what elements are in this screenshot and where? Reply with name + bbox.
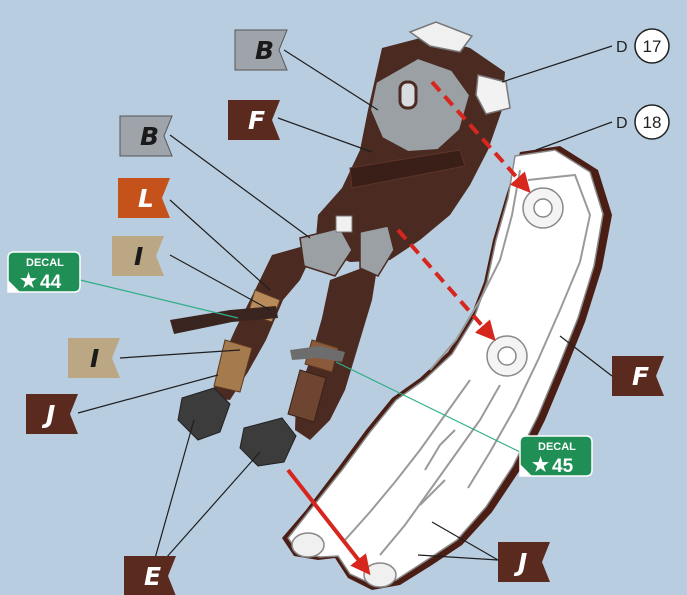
callout-e: E bbox=[124, 556, 176, 595]
callout-f-top: F bbox=[228, 100, 280, 140]
part-d18-label: D 18 bbox=[616, 105, 669, 139]
callout-b-mid-label: B bbox=[140, 122, 159, 151]
callout-f-right: F bbox=[612, 356, 664, 396]
star-icon: ★ bbox=[20, 271, 37, 292]
part-d17-label: D 17 bbox=[616, 29, 669, 63]
callout-l-label: L bbox=[138, 184, 154, 213]
callout-i-upper: I bbox=[112, 236, 164, 276]
callout-j-right: J bbox=[498, 542, 550, 582]
decal-44-number: 44 bbox=[40, 272, 62, 293]
callout-b-mid: B bbox=[120, 116, 172, 156]
callout-l: L bbox=[118, 178, 170, 218]
decal-45-number: 45 bbox=[552, 456, 574, 477]
callout-i-lower-label: I bbox=[90, 344, 99, 373]
decal-44-badge: DECAL ★ 44 bbox=[8, 252, 80, 293]
part-d18-number: 18 bbox=[643, 113, 662, 132]
callout-j-left: J bbox=[26, 394, 78, 434]
callout-f-top-label: F bbox=[248, 106, 265, 135]
decal-44-label: DECAL bbox=[26, 257, 64, 269]
callout-b-top: B bbox=[235, 30, 287, 70]
callout-b-top-label: B bbox=[255, 36, 274, 65]
callout-i-lower: I bbox=[68, 338, 120, 378]
callout-f-right-label: F bbox=[632, 362, 649, 391]
callout-i-upper-label: I bbox=[134, 242, 143, 271]
decal-45-label: DECAL bbox=[538, 441, 576, 453]
part-d17-letter: D bbox=[616, 39, 628, 56]
part-d17-number: 17 bbox=[643, 37, 662, 56]
star-icon: ★ bbox=[532, 455, 549, 476]
callout-e-label: E bbox=[144, 562, 161, 591]
decal-45-badge: DECAL ★ 45 bbox=[520, 436, 592, 477]
part-d18-letter: D bbox=[616, 115, 628, 132]
